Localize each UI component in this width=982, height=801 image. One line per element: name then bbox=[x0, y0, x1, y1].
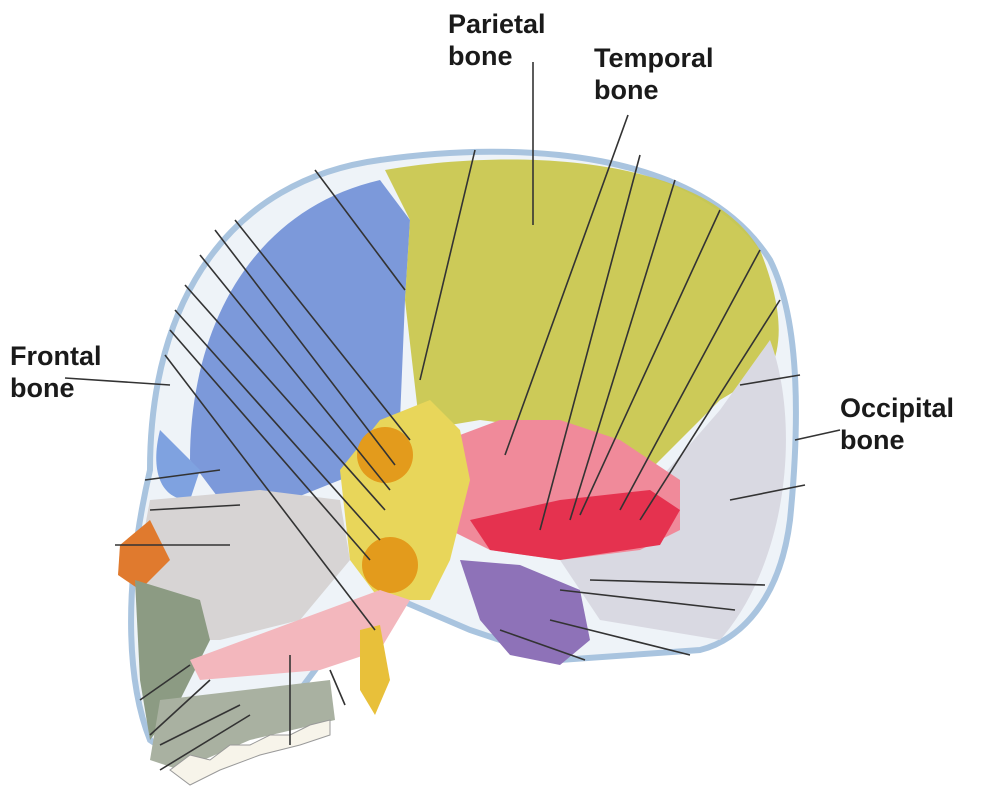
occipital-bone-label: Occipital bone bbox=[840, 392, 954, 456]
occipital-bone-label-line2: bone bbox=[840, 424, 954, 456]
parietal-bone-label: Parietal bone bbox=[448, 8, 546, 72]
parietal-bone-label-line2: bone bbox=[448, 40, 546, 72]
occipital-bone-label-line1: Occipital bbox=[840, 392, 954, 424]
sphenoid-process-lower bbox=[362, 537, 418, 593]
temporal-bone-label: Temporal bone bbox=[594, 42, 714, 106]
parietal-bone-label-line1: Parietal bbox=[448, 8, 546, 40]
leader-line-occipital bbox=[795, 430, 840, 440]
temporal-bone-label-line2: bone bbox=[594, 74, 714, 106]
sphenoid-process-upper bbox=[357, 427, 413, 483]
temporal-bone-label-line1: Temporal bbox=[594, 42, 714, 74]
frontal-bone-label: Frontal bone bbox=[10, 340, 102, 404]
frontal-bone-label-line2: bone bbox=[10, 372, 102, 404]
frontal-bone-label-line1: Frontal bbox=[10, 340, 102, 372]
